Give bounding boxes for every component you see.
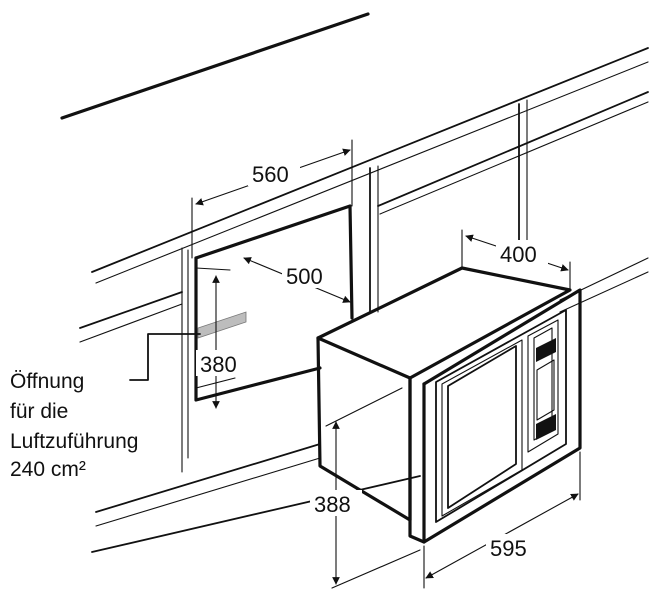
- cabinet-bottom-rails: [79, 257, 649, 553]
- opening-note-line4: 240 cm²: [10, 458, 86, 481]
- cabinet-posts: [181, 99, 528, 473]
- dim-niche-depth: 500: [286, 264, 323, 289]
- opening-note-line2: für die: [10, 400, 68, 423]
- dim-niche-width: 560: [252, 162, 289, 187]
- dim-niche-height: 380: [200, 352, 237, 377]
- air-vent-opening: [197, 311, 247, 339]
- niche-opening: [187, 204, 354, 459]
- cabinet-top-rails: [91, 47, 649, 284]
- vent-leader-line: [129, 333, 201, 381]
- ceiling-edge: [60, 12, 370, 120]
- opening-note-line1: Öffnung: [10, 370, 84, 393]
- dim-appliance-height: 388: [314, 492, 351, 517]
- dim-appliance-width: 595: [490, 536, 527, 561]
- dim-appliance-depth: 400: [500, 242, 537, 267]
- opening-note-line3: Luftzuführung: [10, 430, 138, 453]
